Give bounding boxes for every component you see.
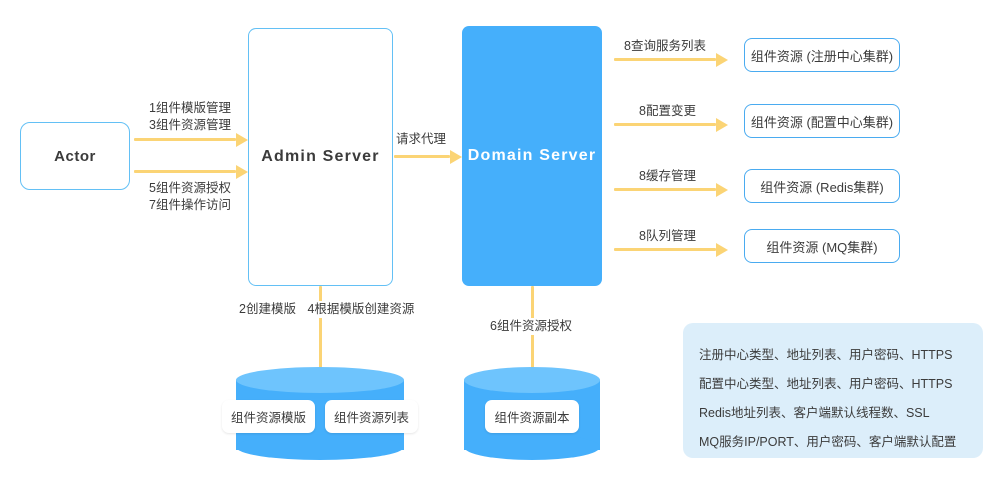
info-panel-line-registry: 注册中心类型、地址列表、用户密码、HTTPS: [699, 348, 953, 362]
arrow-resource-3-line: [614, 248, 716, 251]
cylinder-pill-group: 组件资源模版 组件资源列表: [221, 400, 419, 433]
flow-label-actor-admin-bottom: 5组件资源授权 7组件操作访问: [134, 180, 246, 214]
arrow-actor-admin-top-head: [236, 132, 248, 147]
resource-box-label: 组件资源 (配置中心集群): [750, 114, 894, 130]
arrow-resource-1-head: [716, 117, 728, 132]
flow-label-line-1: 1组件模版管理: [149, 101, 231, 115]
arrow-resource-2-head: [716, 182, 728, 197]
domain-server-node: Domain Server: [462, 26, 602, 286]
admin-server-label: Admin Server: [261, 148, 380, 165]
resource-box-label: 组件资源 (MQ集群): [766, 239, 878, 255]
cylinder-top-ellipse: [236, 367, 404, 393]
info-panel-line-redis: Redis地址列表、客户端默认线程数、SSL: [699, 406, 930, 420]
flow-label-resource-1: 8配置变更: [639, 104, 696, 118]
flow-label-line-1: 2创建模版: [235, 301, 300, 318]
info-panel-line-config: 配置中心类型、地址列表、用户密码、HTTPS: [699, 377, 953, 391]
cylinder-pill-group: 组件资源副本: [464, 400, 600, 433]
resource-box-config: 组件资源 (配置中心集群): [744, 104, 900, 138]
flow-label-domain-store: 6组件资源授权: [461, 318, 601, 335]
arrow-actor-admin-bottom-head: [236, 164, 248, 179]
arrow-resource-3-head: [716, 242, 728, 257]
flow-label-line-2: 7组件操作访问: [149, 198, 231, 212]
storage-pill-template: 组件资源模版: [221, 400, 315, 433]
resource-box-mq: 组件资源 (MQ集群): [744, 229, 900, 263]
flow-label-admin-store: 2创建模版 4根据模版创建资源: [235, 301, 419, 318]
flow-label-admin-domain: 请求代理: [396, 132, 447, 146]
flow-label-line-1: 5组件资源授权: [149, 181, 231, 195]
info-panel-line-mq: MQ服务IP/PORT、用户密码、客户端默认配置: [699, 435, 957, 449]
arrow-actor-admin-top-line: [134, 138, 236, 141]
flow-label-resource-2: 8缓存管理: [639, 169, 696, 183]
resource-box-redis: 组件资源 (Redis集群): [744, 169, 900, 203]
config-info-panel: 注册中心类型、地址列表、用户密码、HTTPS 配置中心类型、地址列表、用户密码、…: [683, 323, 983, 458]
flow-label-line-1: 6组件资源授权: [486, 318, 576, 335]
actor-node: Actor: [20, 122, 130, 190]
arrow-resource-0-head: [716, 52, 728, 67]
arrow-actor-admin-bottom-line: [134, 170, 236, 173]
domain-server-label: Domain Server: [467, 147, 597, 164]
resource-box-label: 组件资源 (Redis集群): [760, 179, 884, 195]
cylinder-bottom-ellipse: [236, 434, 404, 460]
admin-storage-cylinder: 组件资源模版 组件资源列表: [221, 367, 419, 462]
storage-pill-replica: 组件资源副本: [485, 400, 579, 433]
arrow-admin-domain-head: [450, 149, 462, 164]
flow-label-resource-3: 8队列管理: [639, 229, 696, 243]
domain-storage-cylinder: 组件资源副本: [464, 367, 600, 462]
arrow-admin-store-line: [319, 286, 322, 372]
actor-label: Actor: [54, 147, 96, 165]
resource-box-registry: 组件资源 (注册中心集群): [744, 38, 900, 72]
storage-pill-list: 组件资源列表: [325, 400, 419, 433]
flow-label-resource-0: 8查询服务列表: [624, 39, 706, 53]
flow-label-line-2: 3组件资源管理: [149, 118, 231, 132]
flow-label-line-2: 4根据模版创建资源: [303, 301, 419, 318]
arrow-resource-1-line: [614, 123, 716, 126]
flow-label-actor-admin-top: 1组件模版管理 3组件资源管理: [134, 100, 246, 134]
admin-server-node: Admin Server: [248, 28, 393, 286]
resource-box-label: 组件资源 (注册中心集群): [750, 48, 894, 64]
arrow-admin-domain-line: [394, 155, 450, 158]
cylinder-top-ellipse: [464, 367, 600, 393]
arrow-resource-0-line: [614, 58, 716, 61]
cylinder-bottom-ellipse: [464, 434, 600, 460]
arrow-resource-2-line: [614, 188, 716, 191]
